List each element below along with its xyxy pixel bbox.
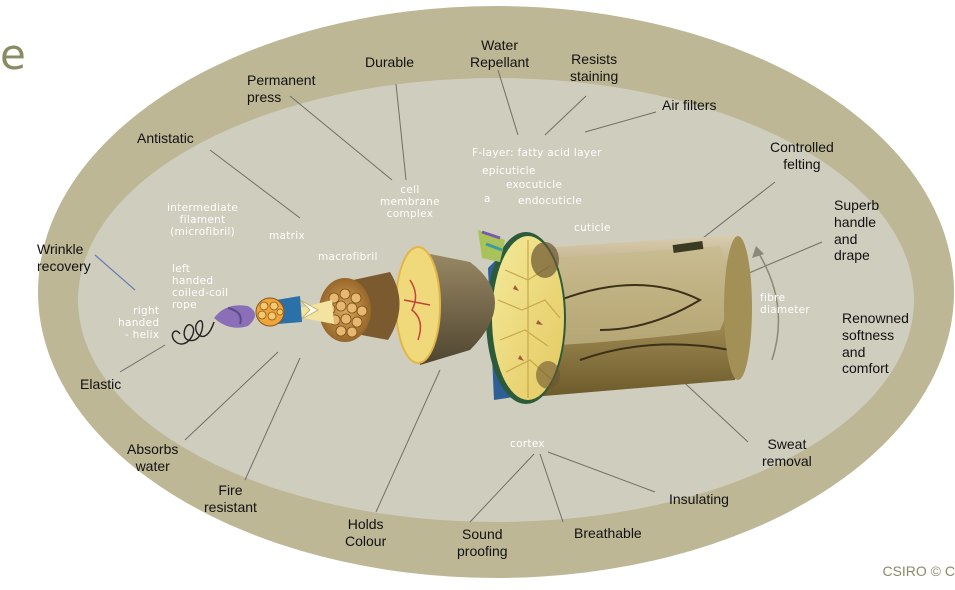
- label-elastic: Elastic: [80, 376, 121, 393]
- label-endocuticle: endocuticle: [518, 195, 582, 207]
- label-matrix: matrix: [269, 230, 305, 242]
- label-fire-resistant: Fire resistant: [204, 482, 257, 516]
- label-air-filters: Air filters: [662, 97, 716, 114]
- label-a-layer: a: [484, 193, 491, 205]
- label-epicuticle: epicuticle: [482, 165, 536, 177]
- label-exocuticle: exocuticle: [506, 179, 562, 191]
- copyright-credit: CSIRO © C: [882, 563, 955, 579]
- label-cuticle: cuticle: [574, 222, 611, 234]
- label-sound-proofing: Sound proofing: [457, 526, 508, 560]
- label-water-repellant: Water Repellant: [470, 37, 529, 71]
- label-macrofibril: macrofibril: [318, 251, 378, 263]
- label-absorbs-water: Absorbs water: [127, 441, 178, 475]
- label-renowned-softness: Renowned softness and comfort: [842, 310, 909, 377]
- label-intermediate-filament: intermediate filament (microfibril): [167, 202, 238, 238]
- label-sweat-removal: Sweat removal: [762, 436, 812, 470]
- label-cortex: cortex: [510, 438, 545, 450]
- label-left-handed-coil: left handed coiled-coil rope: [172, 263, 228, 311]
- label-holds-colour: Holds Colour: [345, 516, 386, 550]
- partial-title-text: e: [0, 30, 26, 79]
- label-fibre-diameter: fibre diameter: [760, 292, 810, 316]
- label-f-layer: F-layer: fatty acid layer: [472, 147, 602, 159]
- label-superb-handle: Superb handle and drape: [834, 197, 879, 264]
- label-breathable: Breathable: [574, 525, 642, 542]
- label-insulating: Insulating: [669, 491, 729, 508]
- label-resists-staining: Resists staining: [570, 51, 618, 85]
- label-durable: Durable: [365, 54, 414, 71]
- intermediate-filament: [256, 296, 302, 326]
- label-controlled-felting: Controlled felting: [770, 139, 834, 173]
- label-cell-membrane-complex: cell membrane complex: [380, 184, 440, 220]
- label-right-handed-helix: right handed - helix: [118, 305, 159, 341]
- label-permanent-press: Permanent press: [247, 72, 315, 106]
- label-wrinkle-recovery: Wrinkle recovery: [37, 241, 91, 275]
- label-antistatic: Antistatic: [137, 130, 194, 147]
